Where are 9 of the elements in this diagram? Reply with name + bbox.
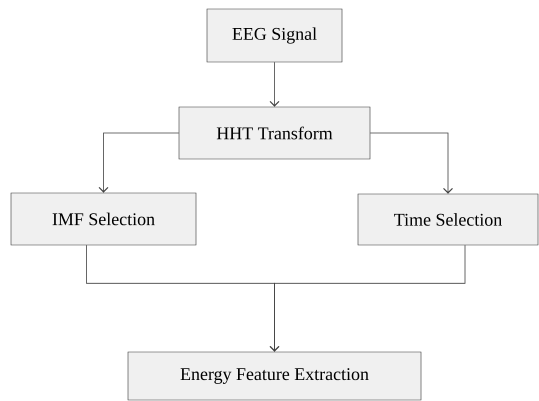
process-box: Energy Feature Extraction <box>128 352 422 400</box>
process-box: EEG Signal <box>206 8 342 62</box>
arrow <box>370 132 453 194</box>
process-box: IMF Selection <box>10 192 196 246</box>
process-box: HHT Transform <box>178 106 370 160</box>
arrow <box>270 62 280 107</box>
arrow <box>98 132 180 193</box>
arrow <box>270 244 466 352</box>
process-box: Time Selection <box>358 194 538 246</box>
